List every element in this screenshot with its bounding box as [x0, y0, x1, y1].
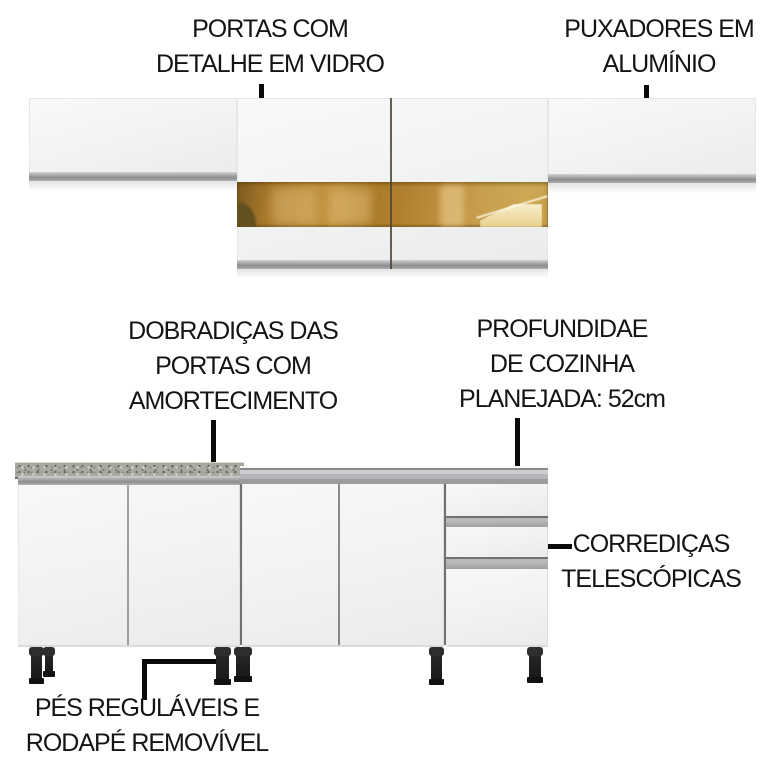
aluminum-handle-strip [237, 260, 548, 269]
label-line: PUXADORES EM [564, 15, 754, 43]
label-telescopic-slides: CORREDIÇAS TELESCÓPICAS [561, 527, 742, 597]
wall-cabinet-right [548, 98, 756, 183]
drawer-front [446, 527, 548, 557]
base-cabinet-left-doors [18, 485, 240, 647]
pointer-line-depth [515, 418, 520, 467]
label-line: TELESCÓPICAS [561, 565, 742, 593]
label-line: AMORTECIMENTO [128, 387, 338, 415]
pointer-line-hinges [211, 420, 216, 497]
label-line: RODAPÉ REMOVÍVEL [25, 729, 269, 757]
drawer-handle-strip [446, 516, 548, 527]
cabinet-leg [527, 647, 543, 683]
label-adjustable-feet: PÉS REGULÁVEIS E RODAPÉ REMOVÍVEL [25, 691, 269, 761]
drawer-front [446, 484, 548, 516]
label-line: PÉS REGULÁVEIS E [34, 694, 260, 722]
label-line: PORTAS COM [155, 352, 312, 380]
label-soft-close-hinges: DOBRADIÇAS DAS PORTAS COM AMORTECIMENTO [128, 314, 339, 419]
cabinet-shadow [29, 181, 237, 191]
cabinet-boundary-line [240, 484, 242, 645]
door-split-line [338, 484, 340, 645]
base-cabinet-middle-doors [242, 484, 444, 647]
label-line: DE COZINHA [489, 350, 635, 378]
aluminum-handle-strip [548, 174, 756, 183]
label-aluminum-handles: PUXADORES EM ALUMÍNIO [564, 12, 754, 82]
label-kitchen-depth: PROFUNDIDAE DE COZINHA PLANEJADA: 52cm [459, 312, 666, 417]
label-line: ALUMÍNIO [602, 50, 717, 78]
door-split-line [390, 98, 392, 269]
drawer-handle-strip [446, 557, 548, 569]
cabinet-shadow [237, 269, 548, 278]
drawer-cabinet [446, 484, 548, 647]
label-line: CORREDIÇAS [572, 530, 731, 558]
label-line: DOBRADIÇAS DAS [128, 317, 339, 345]
glass-reflection [237, 202, 256, 227]
pointer-line-slides [531, 544, 572, 549]
label-glass-doors: PORTAS COM DETALHE EM VIDRO [155, 12, 385, 82]
label-line: DETALHE EM VIDRO [155, 50, 385, 78]
countertop-trim-strip [18, 476, 240, 485]
pointer-line-feet [142, 659, 224, 700]
amber-glass-panel [237, 182, 548, 227]
cabinet-shadow [548, 183, 756, 193]
cabinet-boundary-line [444, 484, 446, 645]
glass-cabinet-top-panel [237, 98, 548, 182]
aluminum-handle-strip [29, 172, 237, 181]
glass-reflection [440, 185, 464, 227]
cabinet-leg [234, 647, 252, 682]
cabinet-leg [29, 647, 44, 684]
door-split-line [127, 485, 129, 645]
glass-reflection [272, 188, 317, 224]
wall-cabinet-left [29, 98, 237, 181]
glass-reflection [329, 190, 371, 224]
cabinet-leg [214, 647, 231, 685]
drawer-front [446, 569, 548, 647]
label-line: PLANEJADA: 52cm [459, 385, 666, 413]
gray-countertop [240, 466, 548, 484]
cabinet-leg [429, 647, 444, 685]
label-line: PORTAS COM [192, 15, 349, 43]
glass-door-cabinet [237, 98, 548, 269]
label-line: PROFUNDIDAE [476, 315, 649, 343]
glass-cabinet-bottom-panel [237, 227, 548, 260]
cabinet-leg [43, 647, 55, 677]
